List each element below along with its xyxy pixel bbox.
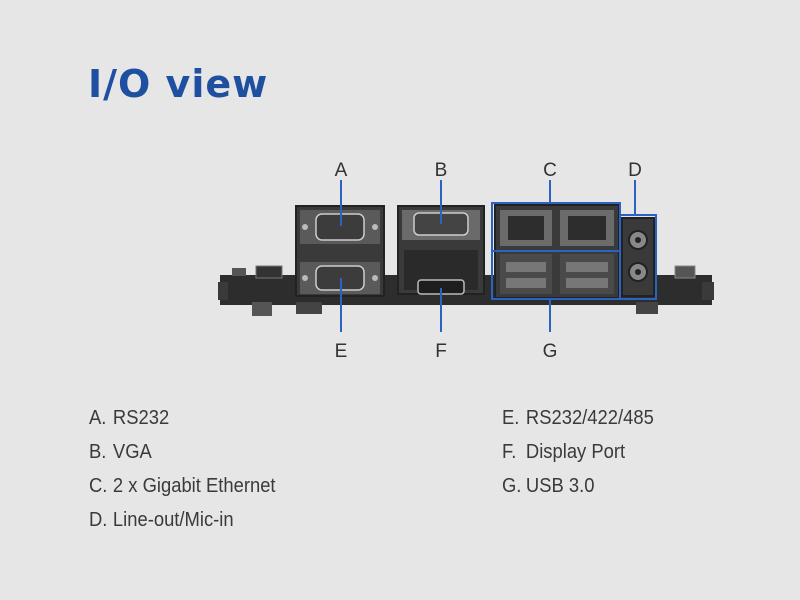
legend-item: E.RS232/422/485: [502, 401, 654, 435]
legend-label: Line-out/Mic-in: [112, 509, 234, 531]
callout-e: E: [335, 341, 348, 362]
legend-label: RS232/422/485: [525, 407, 654, 429]
page-title: I/O view: [88, 62, 269, 106]
legend-right: E.RS232/422/485 F. Display Port G.USB 3.0: [502, 401, 654, 503]
legend-key: F.: [502, 441, 517, 463]
legend-key: E.: [502, 407, 520, 429]
legend-label: RS232: [112, 407, 170, 429]
legend-item: D.Line-out/Mic-in: [89, 503, 276, 537]
legend-item: F. Display Port: [502, 435, 654, 469]
callout-b: B: [435, 160, 448, 181]
legend-key: A.: [89, 407, 107, 429]
callout-d: D: [628, 160, 642, 181]
legend-label: VGA: [112, 441, 152, 463]
legend-left: A.RS232 B.VGA C.2 x Gigabit Ethernet D.L…: [89, 401, 276, 537]
leader-lines: [340, 180, 636, 332]
callout-f: F: [435, 341, 447, 362]
legend-key: B.: [89, 441, 107, 463]
legend-item: B.VGA: [89, 435, 276, 469]
legend-key: G.: [502, 475, 522, 497]
callout-a: A: [335, 160, 348, 181]
legend-key: D.: [89, 509, 108, 531]
highlight-boxes: [491, 202, 657, 300]
legend-label: USB 3.0: [525, 475, 595, 497]
callout-g: G: [543, 341, 558, 362]
audio-jacks: [621, 217, 655, 297]
legend-key: C.: [89, 475, 108, 497]
callout-c: C: [543, 160, 557, 181]
legend-label: Display Port: [525, 441, 626, 463]
legend-item: A.RS232: [89, 401, 276, 435]
legend-item: C.2 x Gigabit Ethernet: [89, 469, 276, 503]
legend-label: 2 x Gigabit Ethernet: [112, 475, 276, 497]
legend-item: G.USB 3.0: [502, 469, 654, 503]
